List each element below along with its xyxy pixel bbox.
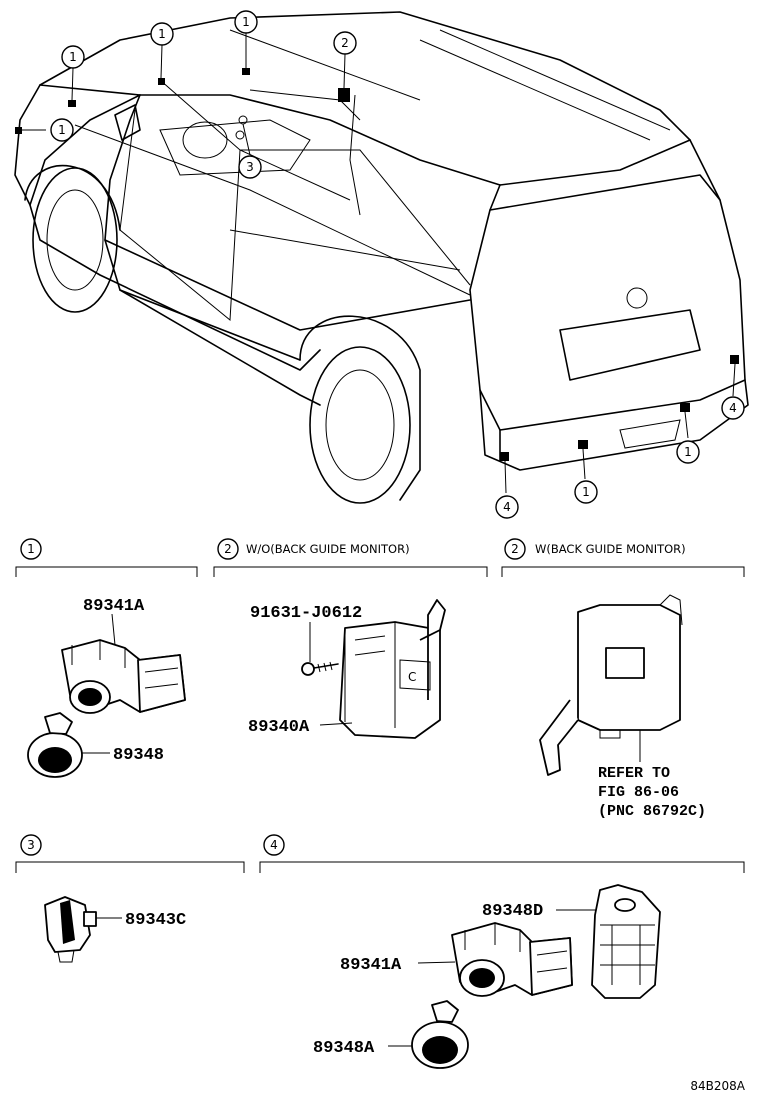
s2a-ecu-drawing: C xyxy=(339,599,446,739)
svg-text:W(BACK GUIDE MONITOR): W(BACK GUIDE MONITOR) xyxy=(535,542,686,556)
leader-89341a xyxy=(111,613,116,646)
svg-text:2: 2 xyxy=(341,36,349,50)
callout-3: 3 xyxy=(238,155,262,179)
section-4-header: 4 xyxy=(259,834,745,873)
section-3-header: 3 xyxy=(15,834,245,873)
s3-sensor-drawing xyxy=(44,896,97,963)
s2a-screw-drawing xyxy=(301,661,339,676)
part-label-89348: 89348 xyxy=(113,746,164,765)
s4-bracket-drawing xyxy=(591,884,661,999)
part-label-89348d: 89348D xyxy=(482,902,543,921)
svg-text:3: 3 xyxy=(246,160,254,174)
svg-text:C: C xyxy=(408,670,416,684)
ref-note-line-2: FIG 86-06 xyxy=(598,784,679,801)
callout-1e: 1 xyxy=(676,440,700,464)
part-label-89343c: 89343C xyxy=(125,911,186,930)
svg-text:4: 4 xyxy=(270,838,278,852)
callout-4b: 4 xyxy=(495,495,519,519)
callout-1a: 1 xyxy=(61,45,85,69)
part-label-89340a: 89340A xyxy=(248,718,310,737)
svg-text:2: 2 xyxy=(511,542,519,556)
section-2b-header: 2 W(BACK GUIDE MONITOR) xyxy=(501,538,745,577)
callout-1f: 1 xyxy=(574,480,598,504)
svg-text:1: 1 xyxy=(27,542,35,556)
svg-text:1: 1 xyxy=(242,15,250,29)
callout-leaders xyxy=(22,33,736,494)
svg-text:3: 3 xyxy=(27,838,35,852)
callout-1b: 1 xyxy=(150,22,174,46)
part-label-91631-j0612: 91631-J0612 xyxy=(250,604,362,623)
section-2a-header: 2 W/O(BACK GUIDE MONITOR) xyxy=(213,538,488,577)
s4-sensor-drawing xyxy=(451,922,573,997)
leader-89340a xyxy=(319,722,353,726)
diagram-code: 84B208A xyxy=(690,1079,745,1093)
s4-retainer-drawing xyxy=(411,1000,469,1069)
callout-1c: 1 xyxy=(234,10,258,34)
s2b-ecu-drawing xyxy=(539,594,683,776)
callout-4a: 4 xyxy=(721,396,745,420)
s1-sensor-drawing xyxy=(61,639,186,714)
svg-text:1: 1 xyxy=(58,123,66,137)
svg-text:W/O(BACK GUIDE MONITOR): W/O(BACK GUIDE MONITOR) xyxy=(246,542,410,556)
ref-note-line-1: REFER TO xyxy=(598,765,670,782)
s1-retainer-drawing xyxy=(27,712,83,778)
svg-text:1: 1 xyxy=(158,27,166,41)
callout-1d: 1 xyxy=(50,118,74,142)
svg-text:4: 4 xyxy=(729,401,737,415)
part-label-89348a: 89348A xyxy=(313,1039,375,1058)
callout-2: 2 xyxy=(333,31,357,55)
ref-note-line-3: (PNC 86792C) xyxy=(598,803,706,820)
svg-text:4: 4 xyxy=(503,500,511,514)
svg-text:2: 2 xyxy=(224,542,232,556)
svg-text:1: 1 xyxy=(69,50,77,64)
leader-89341a-s4 xyxy=(417,961,456,964)
part-label-89341a: 89341A xyxy=(83,597,145,616)
svg-text:1: 1 xyxy=(582,485,590,499)
vehicle-illustration xyxy=(14,11,749,504)
svg-text:1: 1 xyxy=(684,445,692,459)
section-1-header: 1 xyxy=(15,538,198,577)
part-label-89341a-s4: 89341A xyxy=(340,956,402,975)
